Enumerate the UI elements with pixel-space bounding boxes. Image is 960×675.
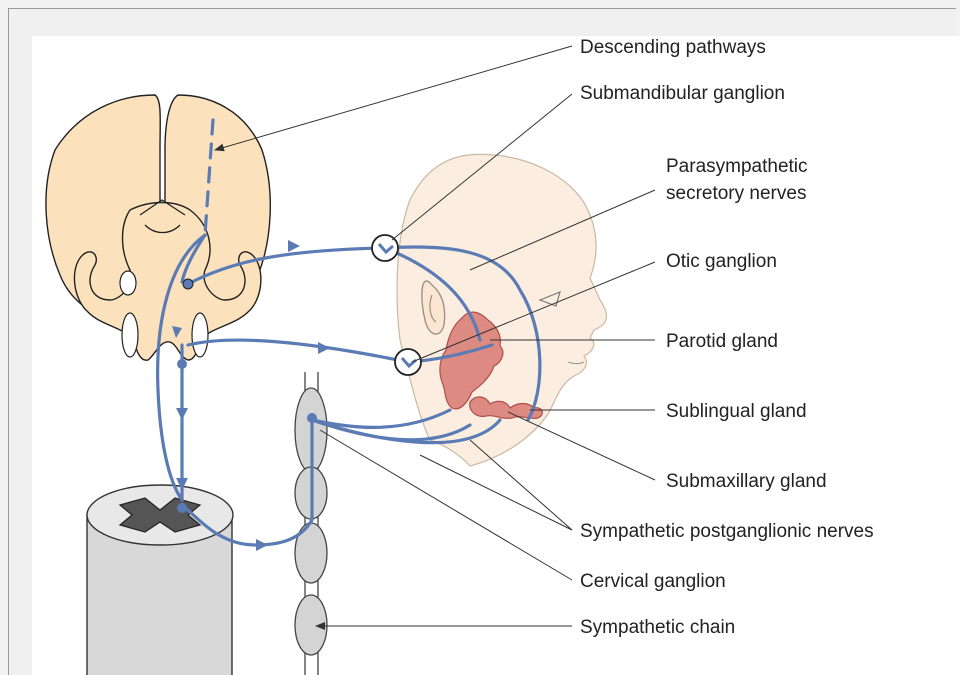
nerve-arrow (256, 539, 268, 551)
label-parasympathetic-line2: secretory nerves (666, 183, 806, 204)
label-sublingual-gland: Sublingual gland (666, 401, 807, 422)
label-parotid-gland: Parotid gland (666, 331, 778, 352)
label-submaxillary-gland: Submaxillary gland (666, 471, 827, 492)
nerve-arrow (288, 240, 300, 252)
nerve-arrow (176, 408, 188, 420)
label-otic-ganglion: Otic ganglion (666, 251, 777, 272)
label-sympathetic-postganglionic: Sympathetic postganglionic nerves (580, 521, 874, 542)
otic-ganglion-node (395, 349, 421, 375)
nerve-arrow (318, 342, 330, 354)
label-submandibular-ganglion: Submandibular ganglion (580, 83, 785, 104)
spinal-cord (87, 485, 233, 675)
label-sympathetic-chain: Sympathetic chain (580, 617, 735, 638)
label-parasympathetic-line1: Parasympathetic (666, 156, 808, 177)
label-descending-pathways: Descending pathways (580, 37, 766, 58)
brain (46, 95, 270, 360)
label-cervical-ganglion: Cervical ganglion (580, 571, 726, 592)
